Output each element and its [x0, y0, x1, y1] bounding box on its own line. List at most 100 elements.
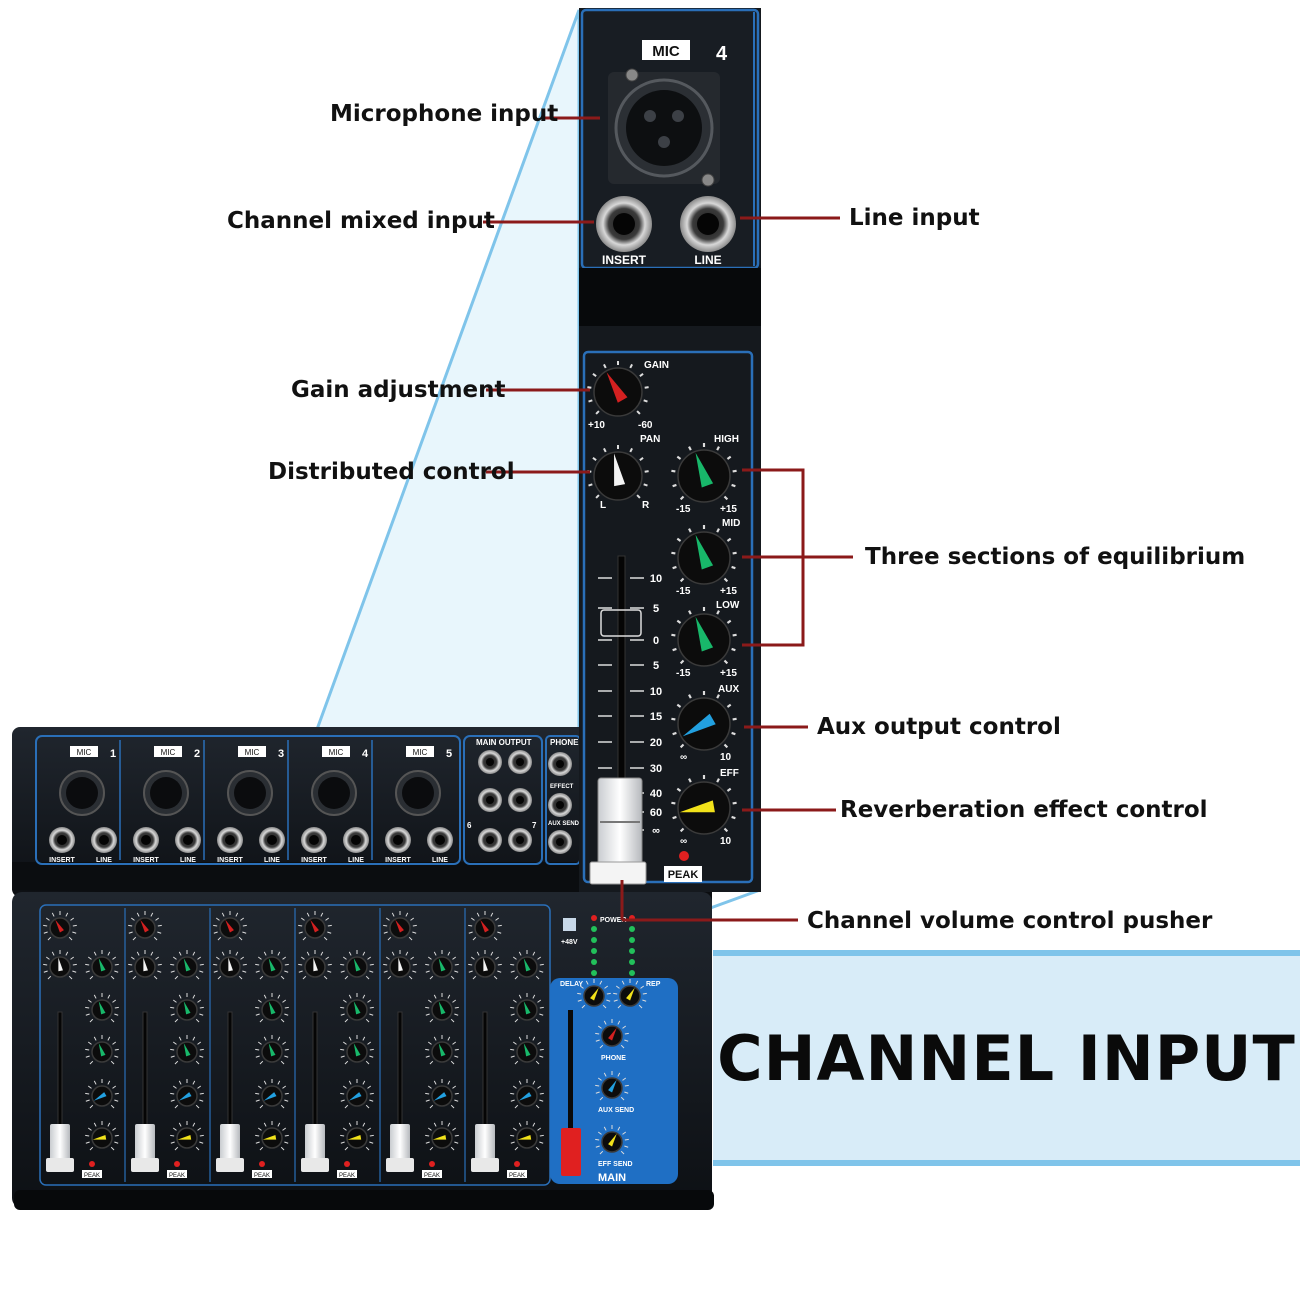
meter-led [629, 959, 635, 965]
fader-scale-label: 5 [653, 603, 659, 615]
mixer-aux-knob[interactable] [340, 1079, 374, 1109]
mixer-pan-knob[interactable] [128, 950, 162, 980]
phone-knob[interactable] [595, 1019, 629, 1049]
mixer-pan-knob[interactable] [213, 950, 247, 980]
gain-knob[interactable] [587, 361, 649, 417]
mixer-peak-badge [167, 1170, 187, 1178]
low-label: LOW [716, 600, 740, 611]
mixer-mid-knob[interactable] [510, 993, 544, 1023]
mixer-eff-knob[interactable] [425, 1121, 459, 1151]
aux-send-master-knob[interactable] [595, 1071, 629, 1101]
callout-line-input: Line input [849, 205, 980, 231]
mixer-eff-knob[interactable] [340, 1121, 374, 1151]
mixer-aux-knob[interactable] [255, 1079, 289, 1109]
meter-led [591, 970, 597, 976]
mixer-low-knob[interactable] [85, 1035, 119, 1065]
fader-scale-label: 10 [650, 573, 662, 585]
high-eq-knob[interactable] [671, 443, 737, 503]
aux-send-label: AUX SEND [548, 821, 580, 827]
mixer-low-knob[interactable] [425, 1035, 459, 1065]
meter-led [591, 915, 597, 921]
mixer-jack-hole [57, 835, 67, 845]
mixer-high-knob[interactable] [170, 950, 204, 980]
peak-led [679, 851, 689, 861]
mixer-pan-knob[interactable] [468, 950, 502, 980]
fader-scale-label: 5 [653, 660, 659, 672]
mixer-labels: MAIN OUTPUT PHONE EFFECT AUX SEND 6 7 PO… [467, 738, 661, 1184]
meter-led [629, 948, 635, 954]
mixer-gain-knob[interactable] [213, 911, 247, 941]
mid-eq-knob[interactable] [671, 525, 737, 585]
main-output-label: MAIN OUTPUT [476, 738, 532, 747]
insert-jack[interactable] [596, 196, 652, 252]
main-label: MAIN [598, 1172, 626, 1184]
line-jack[interactable] [680, 196, 736, 252]
mixer-gain-knob[interactable] [298, 911, 332, 941]
mixer-xlr-socket [402, 777, 434, 809]
output-jack-hole [516, 836, 524, 844]
mixer-peak-led [429, 1161, 435, 1167]
mixer-fader-cap[interactable] [390, 1124, 410, 1160]
mixer-fader-cap[interactable] [135, 1124, 155, 1160]
mixer-eff-knob[interactable] [85, 1121, 119, 1151]
mixer-pan-knob[interactable] [43, 950, 77, 980]
output-jack-hole [556, 760, 564, 768]
mixer-fader-cap[interactable] [305, 1124, 325, 1160]
mixer-aux-knob[interactable] [425, 1079, 459, 1109]
mixer-high-knob[interactable] [255, 950, 289, 980]
mixer-gain-knob[interactable] [43, 911, 77, 941]
mixer-low-knob[interactable] [340, 1035, 374, 1065]
mixer-low-knob[interactable] [170, 1035, 204, 1065]
mixer-eff-knob[interactable] [255, 1121, 289, 1151]
output-jack-hole [556, 838, 564, 846]
line-label: LINE [694, 253, 721, 267]
mixer-insert-label: INSERT [49, 857, 75, 864]
mixer-line-label: LINE [180, 857, 196, 864]
meter-led [629, 937, 635, 943]
mixer-insert-label: INSERT [385, 857, 411, 864]
mixer-mid-knob[interactable] [85, 993, 119, 1023]
eff-label: EFF [720, 768, 739, 779]
delay-knob[interactable] [577, 979, 611, 1009]
mixer-jack-hole [351, 835, 361, 845]
mixer-mic-badge-label: MIC [413, 748, 428, 757]
mixer-jack-hole [141, 835, 151, 845]
mixer-high-knob[interactable] [340, 950, 374, 980]
mixer-fader-cap[interactable] [50, 1124, 70, 1160]
mixer-gain-knob[interactable] [128, 911, 162, 941]
mixer-mic-badge [322, 746, 350, 757]
mixer-high-knob[interactable] [85, 950, 119, 980]
low-eq-knob[interactable] [671, 607, 737, 667]
mixer-pan-knob[interactable] [298, 950, 332, 980]
mixer-eff-knob[interactable] [510, 1121, 544, 1151]
mixer-mid-knob[interactable] [255, 993, 289, 1023]
mixer-fader-cap[interactable] [475, 1124, 495, 1160]
rep-knob[interactable] [613, 979, 647, 1009]
mixer-eff-knob[interactable] [170, 1121, 204, 1151]
mixer-high-knob[interactable] [510, 950, 544, 980]
mixer-aux-knob[interactable] [510, 1079, 544, 1109]
mixer-high-knob[interactable] [425, 950, 459, 980]
mixer-mid-knob[interactable] [425, 993, 459, 1023]
eff-send-master-knob[interactable] [595, 1125, 629, 1155]
mixer-pan-knob[interactable] [383, 950, 417, 980]
mixer-gain-knob[interactable] [383, 911, 417, 941]
aux-knob[interactable] [671, 691, 737, 751]
mixer-gain-knob[interactable] [468, 911, 502, 941]
eff-knob[interactable] [671, 775, 737, 835]
mixer-xlr-socket [66, 777, 98, 809]
callout-channel-volume-pusher: Channel volume control pusher [807, 908, 1213, 934]
callout-channel-mixed-input: Channel mixed input [227, 208, 495, 234]
mixer-mid-knob[interactable] [170, 993, 204, 1023]
mixer-aux-knob[interactable] [170, 1079, 204, 1109]
mixer-mic-badge-label: MIC [329, 748, 344, 757]
mixer-low-knob[interactable] [510, 1035, 544, 1065]
mixer-fader-cap[interactable] [220, 1124, 240, 1160]
mixer-aux-knob[interactable] [85, 1079, 119, 1109]
meter-led [591, 937, 597, 943]
xlr-mic-input[interactable] [608, 68, 720, 187]
mixer-mid-knob[interactable] [340, 993, 374, 1023]
channel-fader-cap[interactable] [589, 777, 647, 885]
mixer-low-knob[interactable] [255, 1035, 289, 1065]
pan-knob[interactable] [587, 445, 649, 501]
